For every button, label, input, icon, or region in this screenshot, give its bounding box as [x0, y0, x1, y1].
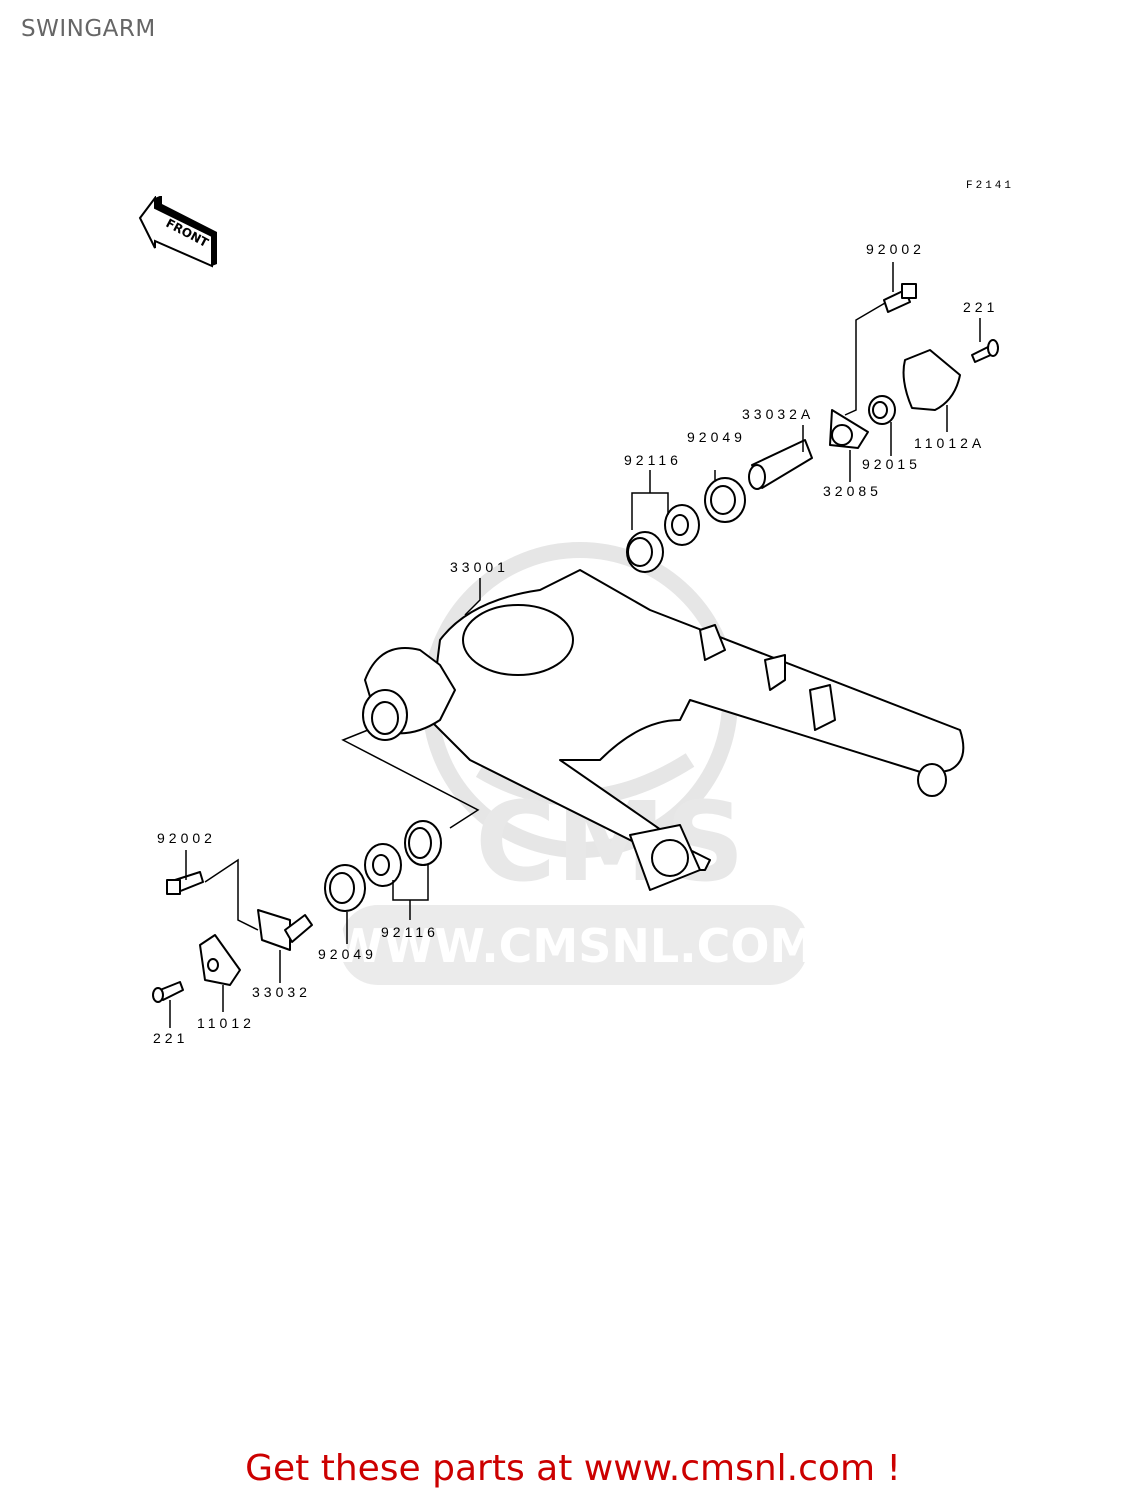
part-label-221-top: 221 — [963, 299, 999, 315]
part-label-92002-top: 92002 — [866, 241, 925, 257]
bearing-race-92116-top — [626, 531, 664, 573]
part-label-11012: 11012 — [197, 1015, 255, 1031]
page-title: SWINGARM — [21, 16, 156, 42]
cap-11012A — [902, 349, 961, 411]
swingarm-33001 — [362, 569, 965, 891]
seal-92049-top — [704, 477, 746, 523]
bearing-roller-92116-top — [664, 504, 700, 546]
cap-11012 — [199, 934, 241, 986]
part-label-221-bottom: 221 — [153, 1030, 189, 1046]
nut-92015 — [868, 395, 896, 425]
part-label-92015: 92015 — [862, 456, 921, 472]
bolt-92002-bottom — [166, 871, 204, 895]
bolt-92002-top — [883, 283, 917, 313]
bearing-roller-92116-bottom — [364, 843, 402, 887]
watermark-url-band — [340, 905, 808, 985]
pivot-shaft-33032A — [748, 439, 813, 490]
bearing-race-92116-bottom — [404, 820, 442, 866]
part-label-32085: 32085 — [823, 483, 882, 499]
figure-code: F2141 — [966, 180, 1015, 192]
part-label-92116-bottom: 92116 — [381, 924, 439, 940]
pivot-33032 — [257, 909, 313, 951]
screw-221-bottom — [152, 981, 184, 1003]
footer-cta-link[interactable]: Get these parts at www.cmsnl.com ! — [245, 1448, 901, 1489]
part-label-33032A: 33032A — [742, 406, 815, 422]
front-arrow-icon: FRONT — [138, 196, 217, 268]
part-label-33001: 33001 — [450, 559, 509, 575]
screw-221-top — [971, 339, 999, 363]
watermark-url: WWW.CMSNL.COM — [333, 919, 816, 973]
leader-lines — [169, 262, 981, 1028]
part-label-11012A: 11012A — [914, 435, 986, 451]
part-label-92116-top: 92116 — [624, 452, 682, 468]
plate-32085 — [829, 409, 869, 449]
part-label-92049-top: 92049 — [687, 429, 746, 445]
seal-92049-bottom — [324, 864, 366, 912]
part-label-92049-bottom: 92049 — [318, 946, 377, 962]
part-label-33032: 33032 — [252, 984, 311, 1000]
part-label-92002-bottom: 92002 — [157, 830, 216, 846]
